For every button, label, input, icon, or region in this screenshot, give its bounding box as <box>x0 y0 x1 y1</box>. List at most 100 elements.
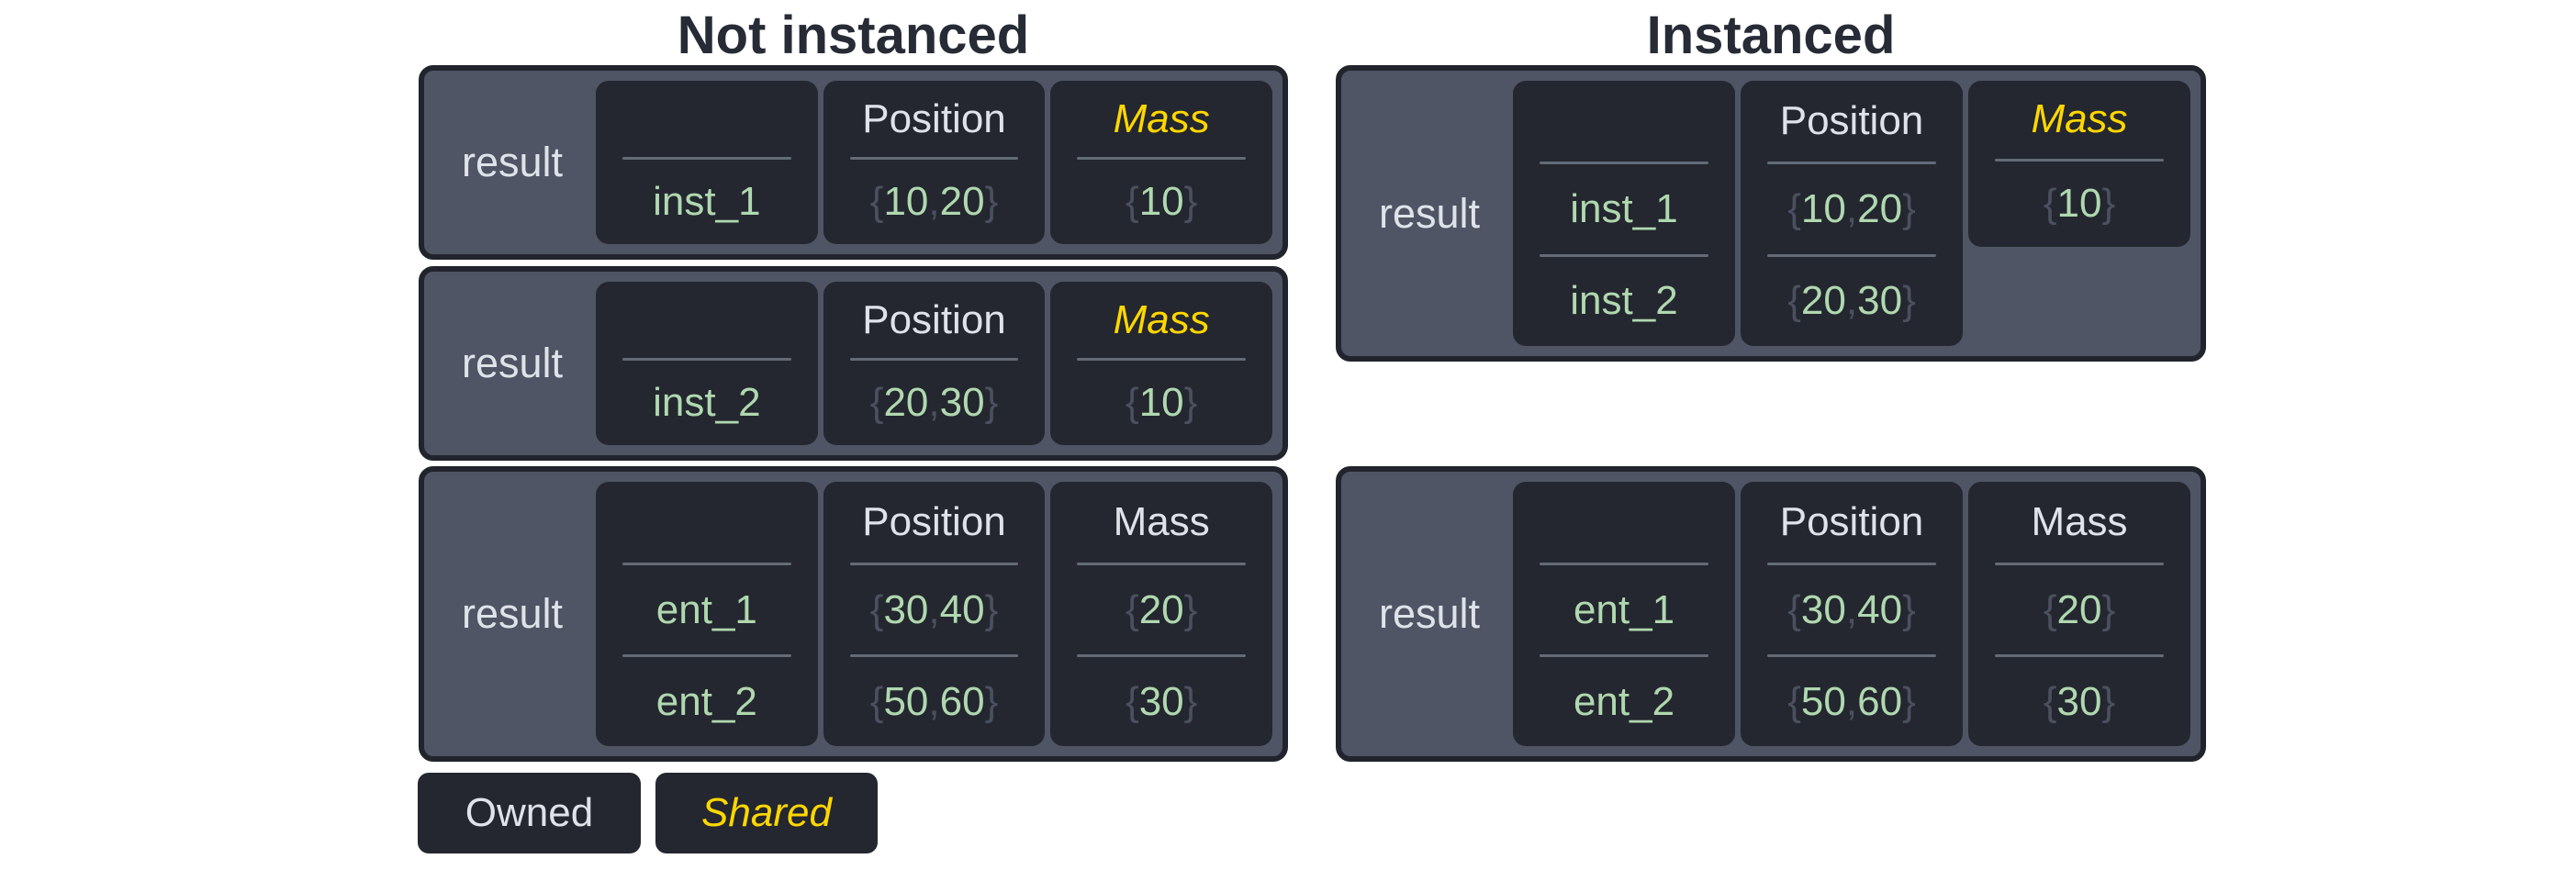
position-cell: Position {10, 20} {20, 30} <box>1741 81 1963 346</box>
open-brace: { <box>1126 380 1139 426</box>
mass-header-shared: Mass <box>2031 96 2128 142</box>
table-not-instanced-1: result inst_1 Position {10, 20} Mass <box>419 65 1288 260</box>
divider <box>1767 253 1936 257</box>
cells-group: ent_1 ent_2 Position {30, 40} {50, 60} <box>1513 482 2190 746</box>
title-instanced: Instanced <box>1646 6 1896 65</box>
mass-value-row: {20} <box>1126 586 1198 632</box>
divider <box>1540 253 1708 257</box>
entity-name: inst_2 <box>653 380 761 426</box>
mass-cell: Mass {20} {30} <box>1968 482 2190 746</box>
position-header: Position <box>862 95 1006 141</box>
close-brace: } <box>984 179 999 225</box>
open-brace: { <box>869 586 884 632</box>
table-instanced-2: result ent_1 ent_2 Position {30, 40} <box>1336 466 2206 762</box>
entity-name-row: ent_2 <box>1513 657 1735 746</box>
result-label: result <box>461 340 564 386</box>
divider <box>1540 563 1708 565</box>
divider <box>1995 563 2164 565</box>
divider <box>1077 358 1246 362</box>
position-header: Position <box>862 499 1006 544</box>
entity-name: ent_1 <box>1573 586 1675 632</box>
result-label: result <box>461 590 564 637</box>
divider <box>622 157 791 161</box>
legend-owned-box: Owned <box>418 773 641 853</box>
mass-header-owned: Mass <box>1113 499 1210 544</box>
mass-cell: Mass {20} {30} <box>1050 482 1273 746</box>
entity-cell: ent_1 ent_2 <box>1513 482 1735 746</box>
open-brace: { <box>869 179 884 225</box>
entity-cell: inst_1 inst_2 <box>1513 81 1735 346</box>
position-value-row: {10, 20} <box>869 179 999 225</box>
entity-name-row: inst_2 <box>596 361 818 445</box>
cells-group: inst_1 inst_2 Position {10, 20} {20, 30} <box>1513 81 2190 346</box>
position-value-row: {10, 20} <box>1787 185 1916 231</box>
entity-header <box>596 282 818 358</box>
open-brace: { <box>2043 586 2057 632</box>
entity-name: ent_1 <box>655 586 757 632</box>
entity-name-row: inst_1 <box>1513 164 1735 253</box>
mass-value-row: {30} <box>1126 678 1198 724</box>
table-instanced-1: result inst_1 inst_2 Position {10, 20} <box>1336 65 2206 362</box>
entity-cell: ent_1 ent_2 <box>596 482 818 746</box>
entity-name-row: inst_2 <box>1513 257 1735 346</box>
mass-cell-shared-single: Mass {10} <box>1968 81 2190 247</box>
open-brace: { <box>1126 179 1139 225</box>
entity-name-row: ent_2 <box>596 657 818 746</box>
position-header: Position <box>1779 98 1924 144</box>
divider <box>1767 654 1936 657</box>
table-not-instanced-3: result ent_1 ent_2 Position {30, 40} <box>419 466 1288 762</box>
close-brace: } <box>2101 678 2116 724</box>
open-brace: { <box>1787 278 1801 324</box>
result-label: result <box>461 139 564 185</box>
entity-header <box>596 482 818 563</box>
position-value-row: {30, 40} <box>869 586 999 632</box>
result-label: result <box>1378 189 1481 237</box>
entity-name-row: ent_1 <box>1513 565 1735 654</box>
divider <box>1540 654 1708 657</box>
mass-value-row: {30} <box>2043 678 2116 724</box>
entity-name: inst_1 <box>1570 185 1678 231</box>
divider <box>1077 654 1246 657</box>
divider <box>622 654 791 657</box>
position-cell: Position {30, 40} {50, 60} <box>1741 482 1963 746</box>
position-value-row: {50, 60} <box>869 678 999 724</box>
mass-value-row: {10} <box>2043 181 2116 227</box>
position-header: Position <box>1779 499 1924 544</box>
open-brace: { <box>1126 586 1139 632</box>
mass-cell: Mass {10} <box>1050 282 1273 445</box>
entity-header <box>1513 482 1735 563</box>
close-brace: } <box>1183 179 1198 225</box>
open-brace: { <box>1787 185 1801 231</box>
close-brace: } <box>984 380 999 426</box>
mass-value-row: {10} <box>1126 179 1198 225</box>
entity-header <box>1513 81 1735 162</box>
mass-value-row: {10} <box>1126 380 1198 426</box>
open-brace: { <box>1126 678 1139 724</box>
entity-name-row: inst_1 <box>596 160 818 244</box>
divider <box>1995 158 2164 162</box>
cells-group: inst_1 Position {10, 20} Mass {10} <box>596 81 1273 244</box>
entity-cell: inst_1 <box>596 81 818 244</box>
open-brace: { <box>869 380 884 426</box>
close-brace: } <box>1902 185 1916 231</box>
cells-group: inst_2 Position {20, 30} Mass {10} <box>596 282 1273 445</box>
position-cell: Position {10, 20} <box>823 81 1046 244</box>
mass-cell: Mass {10} <box>1050 81 1273 244</box>
divider <box>1995 654 2164 657</box>
entity-name: inst_2 <box>1570 278 1678 324</box>
open-brace: { <box>869 678 884 724</box>
position-value-row: {50, 60} <box>1787 678 1916 724</box>
divider <box>1767 162 1936 165</box>
close-brace: } <box>2101 181 2116 227</box>
close-brace: } <box>1902 278 1916 324</box>
mass-value-row: {20} <box>2043 586 2116 632</box>
open-brace: { <box>1787 678 1801 724</box>
open-brace: { <box>1787 586 1801 632</box>
close-brace: } <box>984 586 999 632</box>
divider <box>1077 157 1246 161</box>
legend-shared-box: Shared <box>655 773 878 853</box>
divider <box>849 157 1019 161</box>
mass-header-shared: Mass <box>1113 95 1210 141</box>
mass-header-owned: Mass <box>2031 499 2128 544</box>
entity-cell: inst_2 <box>596 282 818 445</box>
